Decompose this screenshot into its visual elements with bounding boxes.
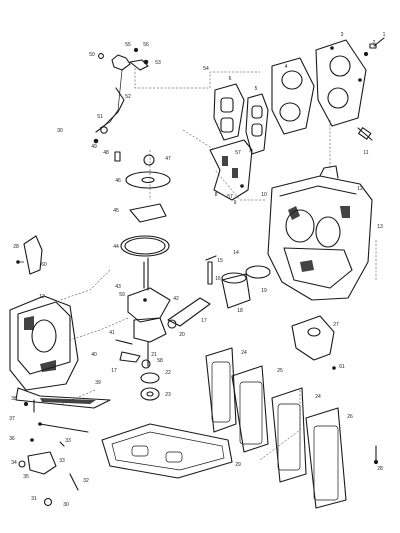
callout-12: 12 [357,186,363,192]
callout-33b: 33 [59,458,65,464]
callout-23: 23 [165,392,171,398]
callout-43: 43 [115,284,121,290]
callout-37: 37 [9,416,15,422]
callout-8: 8 [215,192,218,198]
callout-14: 14 [233,250,239,256]
throttle-linkage-assembly [93,47,149,144]
callout-52: 52 [125,94,131,100]
callout-32: 32 [83,478,89,484]
callout-35: 35 [23,474,29,480]
piston-assembly [167,255,271,329]
callout-25: 25 [277,368,283,374]
callout-1: 1 [383,32,386,38]
callout-36: 36 [9,436,15,442]
crank-stack [114,151,171,257]
crank-bearings [115,339,160,401]
intake-plates [213,39,367,155]
leader-lines [59,68,377,461]
callout-6: 6 [229,76,232,82]
callout-28b: 28 [377,466,383,472]
callout-46: 46 [115,178,121,184]
callout-12b: 12 [39,294,45,300]
callout-17: 17 [201,318,207,324]
callout-7: 7 [249,148,252,154]
callout-33: 33 [65,438,71,444]
callout-61: 61 [339,364,345,370]
callout-53: 53 [155,60,161,66]
callout-59: 59 [119,292,125,298]
callout-57: 57 [235,150,241,156]
callout-42: 42 [173,296,179,302]
mount-bracket [209,139,253,201]
callout-5: 5 [255,86,258,92]
callout-34: 34 [11,460,17,466]
callout-38: 38 [11,396,17,402]
callout-22: 22 [165,370,171,376]
callout-56: 56 [143,42,149,48]
callout-58: 58 [157,358,163,364]
callout-13: 13 [377,224,383,230]
right-bolt [373,445,379,465]
callout-51: 51 [97,114,103,120]
callout-40: 40 [91,352,97,358]
crankcase [9,295,111,409]
top-right-hardware [357,37,385,141]
callout-39: 39 [95,380,101,386]
callout-9: 9 [234,200,237,206]
callout-16: 16 [215,276,221,282]
callout-21: 21 [151,352,157,358]
callout-15: 15 [217,258,223,264]
base-gasket [101,423,233,479]
callout-10: 10 [261,192,267,198]
lower-hardware [18,399,89,507]
callout-50: 50 [89,52,95,58]
callout-57b: 57 [227,194,233,200]
callout-55: 55 [125,42,131,48]
callout-44: 44 [113,244,119,250]
callout-24: 24 [241,350,247,356]
callout-labels: 1 2 3 4 5 6 7 8 9 10 11 12 12 13 14 15 1… [9,32,385,508]
lever-bracket [16,235,43,275]
callout-31: 31 [31,496,37,502]
crankshaft [127,257,171,367]
callout-45: 45 [113,208,119,214]
callout-20: 20 [179,332,185,338]
callout-30: 30 [57,128,63,134]
shift-bracket [291,315,336,370]
callout-3: 3 [341,32,344,38]
cylinder-block [267,165,373,301]
callout-29: 29 [235,462,241,468]
callout-49: 49 [91,144,97,150]
callout-48: 48 [103,150,109,156]
callout-54: 54 [203,66,209,72]
callout-17b: 17 [111,368,117,374]
callout-24b: 24 [315,394,321,400]
callout-4: 4 [285,64,288,70]
callout-30b: 30 [63,502,69,508]
callout-26: 26 [347,414,353,420]
callout-27: 27 [333,322,339,328]
callout-41: 41 [109,330,115,336]
callout-19: 19 [261,288,267,294]
callout-47: 47 [165,156,171,162]
callout-2: 2 [373,40,376,46]
callout-28: 28 [13,244,19,250]
callout-18: 18 [237,308,243,314]
callout-60: 60 [41,262,47,268]
callout-11: 11 [363,150,368,156]
cover-plates [205,347,347,509]
